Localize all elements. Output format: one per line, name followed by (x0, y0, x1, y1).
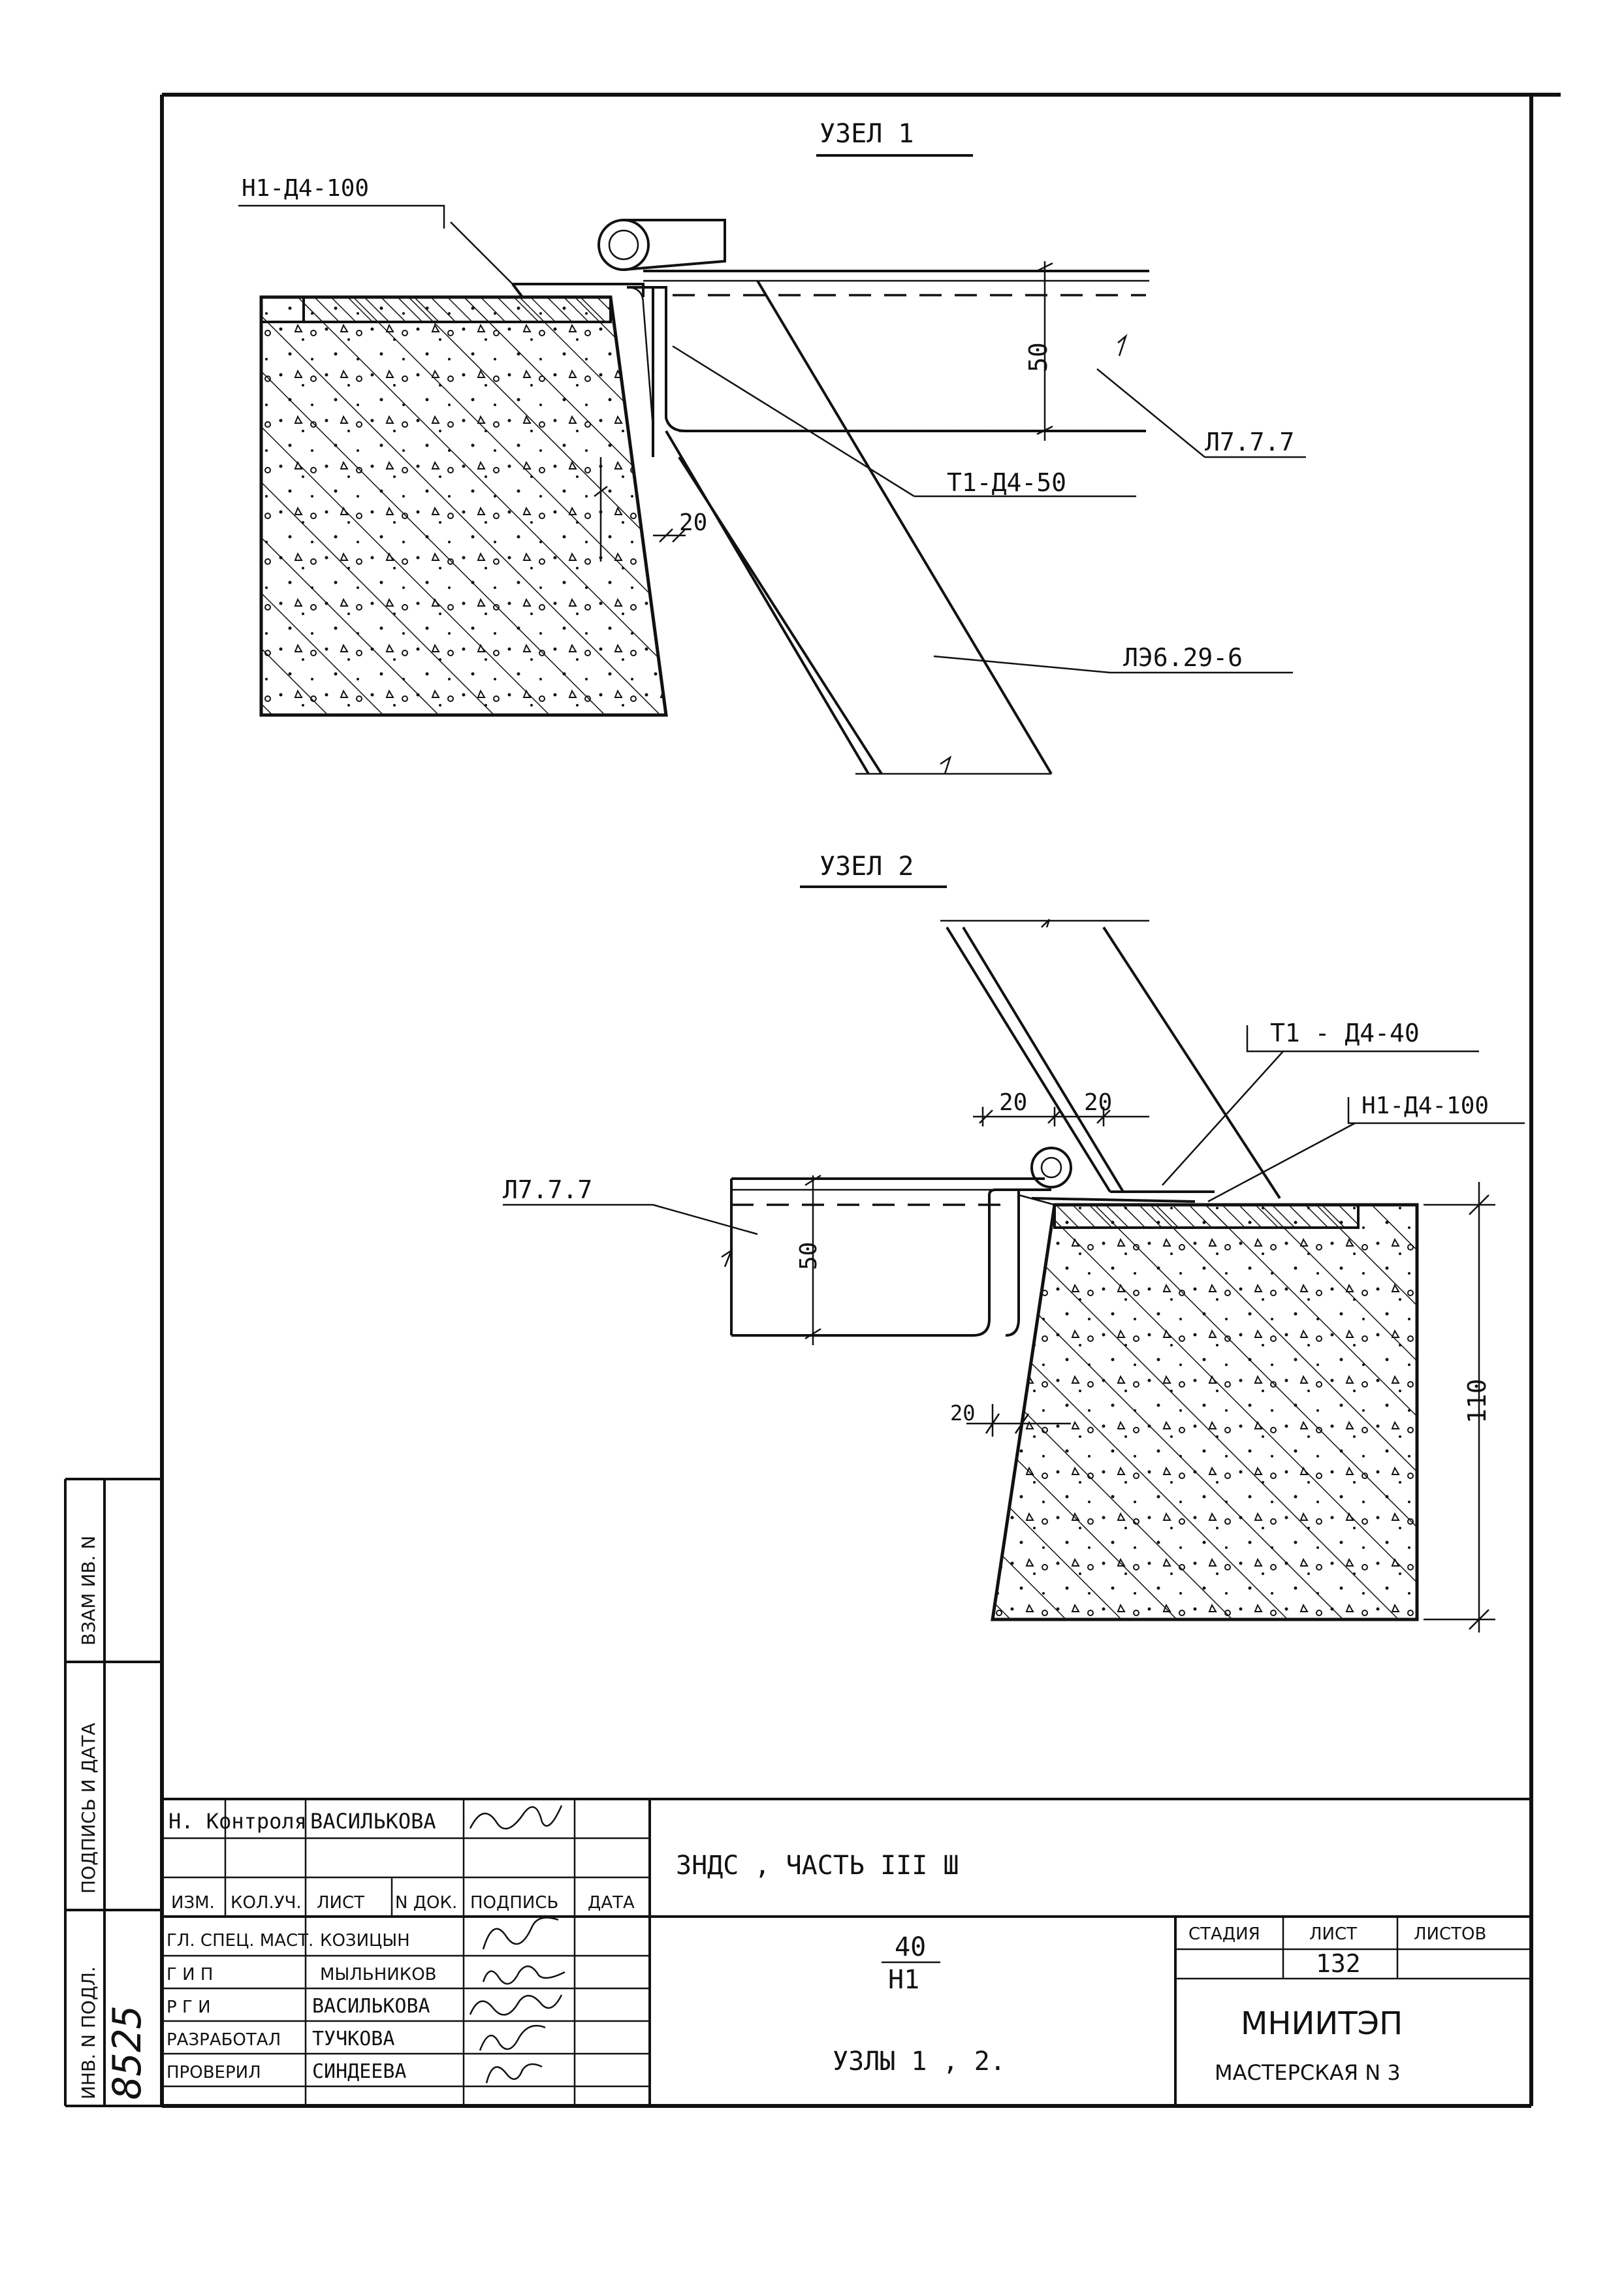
tb-sheet-label: ЛИСТ (1309, 1924, 1357, 1944)
tb-role-rgi: Р Г И (167, 1998, 211, 2017)
node-2-dim-20b: 20 (1084, 1089, 1112, 1116)
tb-kolvo: КОЛ.УЧ. (231, 1893, 302, 1913)
node-2-dim-110: 110 (1463, 1378, 1491, 1424)
node-1-callout-h1: Н1-Д4-100 (242, 175, 369, 202)
stamp-inv-value: 8525 (104, 2005, 150, 2100)
tb-role-gip: Г И П (167, 1965, 213, 1984)
tb-project: ЗНДС , ЧАСТЬ III Ш (676, 1851, 959, 1881)
node-2-dim-20c: 20 (950, 1401, 976, 1426)
tb-podpis: ПОДПИСЬ (470, 1893, 558, 1913)
tb-stage-label: СТАДИЯ (1188, 1924, 1260, 1944)
node-1-dim-50: 50 (1024, 342, 1053, 372)
node-2: УЗЕЛ 2 20 20 (503, 852, 1525, 1633)
tb-sheet-number: 132 (1316, 1949, 1361, 1978)
side-stamp: ВЗАМ ИВ. N ПОДПИСЬ И ДАТА ИНВ. N ПОДЛ. 8… (64, 1478, 162, 2107)
signature-1 (469, 1805, 563, 1830)
tb-role-razrab: РАЗРАБОТАЛ (167, 2030, 281, 2050)
node-1-callout-l777: Л7.7.7 (1205, 428, 1294, 456)
tb-code-bottom: Н1 (888, 1965, 919, 1995)
tb-data: ДАТА (588, 1893, 635, 1913)
node-1: УЗЕЛ 1 50 (238, 119, 1306, 775)
tb-name-nkontrol: ВАСИЛЬКОВА (310, 1809, 436, 1834)
node-2-callout-h1: Н1-Д4-100 (1361, 1092, 1489, 1119)
node-1-dim-20: 20 (679, 509, 707, 536)
tb-sheets-label: ЛИСТОВ (1414, 1924, 1486, 1944)
tb-sheet-title: УЗЛЫ 1 , 2. (833, 2047, 1006, 2077)
stamp-inv: ИНВ. N ПОДЛ. (78, 1966, 99, 2099)
stamp-vzam: ВЗАМ ИВ. N (78, 1536, 99, 1646)
node-2-dim-20a: 20 (999, 1089, 1027, 1116)
hinge-1 (597, 219, 650, 271)
node-1-title: УЗЕЛ 1 (820, 119, 914, 149)
tb-role-proveril: ПРОВЕРИЛ (167, 2063, 261, 2082)
tb-izm: ИЗМ. (171, 1893, 215, 1913)
tb-org: МНИИТЭП (1241, 2005, 1403, 2042)
tb-name-rgi: ВАСИЛЬКОВА (312, 1995, 430, 2018)
hinge-2 (1030, 1147, 1072, 1188)
tb-code-top: 40 (895, 1932, 926, 1962)
tb-role-nkontrol: Н. Контроля (168, 1809, 307, 1834)
insulation-layer-1 (302, 296, 612, 323)
node-1-callout-t1: Т1-Д4-50 (947, 468, 1066, 497)
stamp-podpis: ПОДПИСЬ И ДАТА (78, 1723, 99, 1894)
tb-workshop: МАСТЕРСКАЯ N 3 (1215, 2060, 1401, 2085)
node-2-dim-50: 50 (795, 1242, 822, 1270)
tb-role-glspec: ГЛ. СПЕЦ. МАСТ. (167, 1931, 313, 1951)
tb-name-glspec: КОЗИЦЫН (320, 1931, 410, 1951)
insulation-layer-2 (1053, 1203, 1360, 1229)
node-2-callout-t1: Т1 - Д4-40 (1270, 1019, 1420, 1047)
title-block: Н. Контроля ВАСИЛЬКОВА ИЗМ. КОЛ.УЧ. ЛИСТ… (162, 1798, 1531, 2106)
tb-name-proveril: СИНДЕЕВА (312, 2060, 407, 2083)
node-2-callout-l777: Л7.7.7 (503, 1175, 592, 1204)
tb-name-razrab: ТУЧКОВА (312, 2028, 394, 2050)
node-1-callout-le6: ЛЭ6.29-6 (1123, 643, 1243, 672)
tb-list: ЛИСТ (317, 1893, 364, 1913)
tb-name-gip: МЫЛЬНИКОВ (320, 1965, 437, 1984)
sheet-frame (160, 93, 1561, 2108)
tb-ndok: N ДОК. (395, 1893, 457, 1913)
node-2-title: УЗЕЛ 2 (820, 852, 914, 882)
